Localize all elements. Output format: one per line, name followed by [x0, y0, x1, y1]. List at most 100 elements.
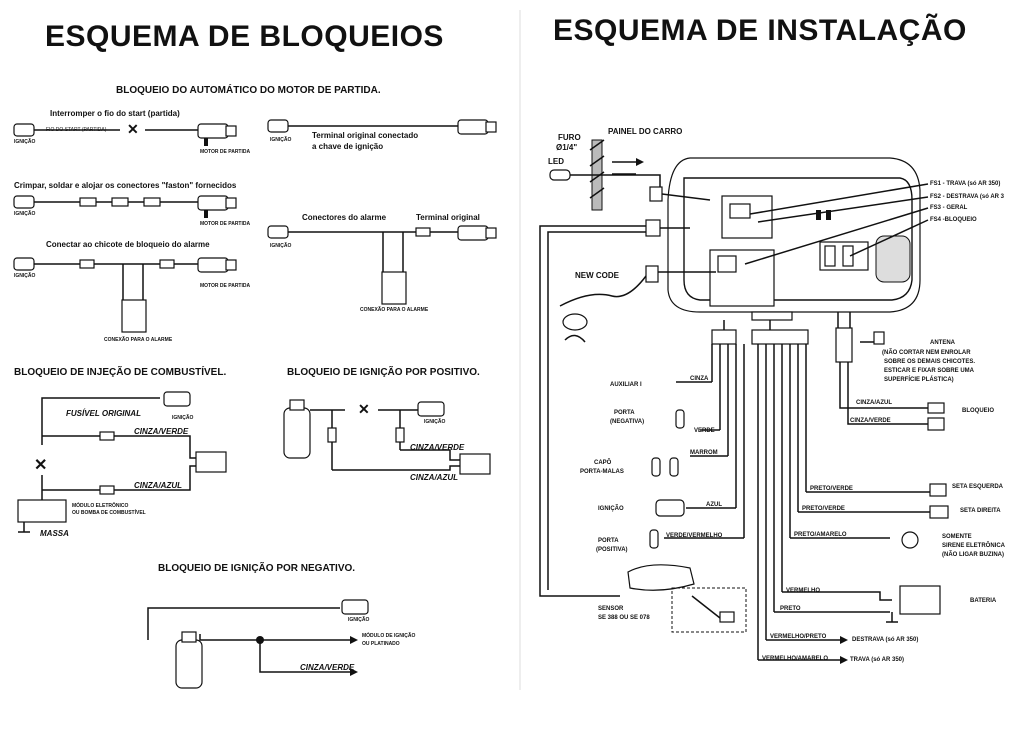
- main-harness: [664, 320, 930, 664]
- right-turn-signal-icon: [929, 505, 949, 519]
- sensor-unit: [627, 564, 695, 591]
- door-pos-label-2: (POSITIVA): [596, 547, 628, 553]
- wire-label-cinza-verde: CINZA/VERDE: [300, 663, 355, 672]
- wire-label-preto-amarelo: PRETO/AMARELO: [794, 532, 847, 538]
- door-switch-icon: [675, 409, 685, 429]
- right-page-title: ESQUEMA DE INSTALAÇÃO: [553, 14, 967, 47]
- starter-row-3: [13, 257, 237, 333]
- ignition-label: IGNIÇÃO: [270, 243, 292, 249]
- battery-icon: [899, 585, 941, 615]
- wire-label-marrom: MARROM: [690, 450, 718, 456]
- fuse-2-label: FS2 - DESTRAVA (só AR 3: [930, 194, 1005, 200]
- alarm-connection-label: CONEXÃO PARA O ALARME: [360, 307, 429, 313]
- right-signal-label: SETA DIREITA: [960, 508, 1001, 514]
- antenna-note-2: SOBRE OS DEMAIS CHICOTES.: [884, 359, 976, 365]
- antenna-note-1: (NÃO CORTAR NEM ENROLAR: [882, 350, 971, 356]
- ignition-label: IGNIÇÃO: [14, 211, 36, 217]
- ignition-key-icon: [163, 391, 191, 407]
- svg-text:✕: ✕: [358, 401, 370, 417]
- led-icon: [549, 169, 571, 181]
- led-label: LED: [548, 157, 564, 166]
- siren-icon: [901, 531, 919, 549]
- sensor-label-2: SE 388 OU SE 078: [598, 615, 650, 621]
- alarm-connector: [195, 451, 227, 473]
- dashboard-led: [549, 139, 711, 211]
- siren-label-2: SIRENE ELETRÔNICA: [942, 543, 1006, 549]
- new-code-label: NEW CODE: [575, 271, 619, 280]
- wire-label-preto-verde: PRETO/VERDE: [810, 486, 853, 492]
- fuse-4-label: FS4 -BLOQUEIO: [930, 217, 977, 223]
- ignition-key-icon: [417, 401, 445, 417]
- module-box: [17, 499, 67, 523]
- ignition-label: IGNIÇÃO: [14, 273, 36, 279]
- positive-ignition-circuit: ✕: [283, 399, 491, 475]
- note-interromper: Interromper o fio do start (partida): [50, 109, 180, 118]
- ground-label: MASSA: [40, 529, 69, 538]
- wire-label-cinza-azul: CINZA/AZUL: [856, 400, 892, 406]
- coil-icon: [283, 407, 311, 459]
- antenna-icon: [873, 331, 885, 345]
- svg-text:✕: ✕: [34, 457, 47, 474]
- fuse-label: FUSÍVEL ORIGINAL: [66, 409, 141, 418]
- wire-label-cinza-azul: CINZA/AZUL: [410, 473, 458, 482]
- motor-label: MOTOR DE PARTIDA: [200, 221, 251, 227]
- motor-label: MOTOR DE PARTIDA: [200, 149, 251, 155]
- ignition-key-icon: [655, 499, 685, 517]
- wire-label-cinza-verde: CINZA/VERDE: [850, 418, 891, 424]
- module-label-1: MÓDULO DE IGNIÇÃO: [362, 633, 416, 639]
- ignition-label: IGNIÇÃO: [598, 506, 624, 512]
- siren-label-1: SOMENTE: [942, 534, 972, 540]
- wire-label-preto: PRETO: [780, 606, 801, 612]
- note-conectar: Conectar ao chicote de bloqueio do alarm…: [46, 240, 210, 249]
- auxiliar-label: AUXILIAR I: [610, 382, 642, 388]
- starter-row-2: [13, 195, 237, 218]
- note-chave: a chave de ignição: [312, 142, 384, 151]
- note-conectores-alarme: Conectores do alarme: [302, 213, 387, 222]
- note-terminal-conectado: Terminal original conectado: [312, 131, 419, 140]
- ignition-label: IGNIÇÃO: [424, 419, 446, 425]
- trava-label: TRAVA (só AR 350): [850, 657, 905, 663]
- motor-label: MOTOR DE PARTIDA: [200, 283, 251, 289]
- ignition-key-icon: [13, 257, 35, 271]
- wire-label-vermelho-amarelo: VERMELHO/AMARELO: [762, 656, 828, 662]
- wire-label-vermelho-preto: VERMELHO/PRETO: [770, 634, 827, 640]
- ignition-key-icon: [13, 195, 35, 209]
- hole-label: FURO: [558, 133, 581, 142]
- antenna-bloqueio: [835, 312, 945, 431]
- antenna-note-4: SUPERFÍCIE PLÁSTICA): [884, 377, 954, 383]
- section-heading-injecao: BLOQUEIO DE INJEÇÃO DE COMBUSTÍVEL.: [14, 367, 227, 378]
- module-label-2: OU PLATINADO: [362, 641, 400, 647]
- wire-label-verde: VERDE: [694, 428, 715, 434]
- wire-label-cinza-verde: CINZA/VERDE: [134, 427, 189, 436]
- note-crimpar: Crimpar, soldar e alojar os conectores "…: [14, 181, 237, 190]
- ignition-key-icon: [341, 599, 369, 615]
- ignition-label: IGNIÇÃO: [270, 137, 292, 143]
- bloqueio-label: BLOQUEIO: [962, 408, 995, 414]
- ignition-label: IGNIÇÃO: [14, 139, 36, 145]
- siren-label-3: (NÃO LIGAR BUZINA): [942, 552, 1004, 558]
- start-wire-label: FIO DO START (PARTIDA): [46, 127, 107, 133]
- section-heading-auto: BLOQUEIO DO AUTOMÁTICO DO MOTOR DE PARTI…: [116, 85, 381, 96]
- destrava-label: DESTRAVA (só AR 350): [852, 637, 919, 643]
- alarm-connection-label: CONEXÃO PARA O ALARME: [104, 337, 173, 343]
- wire-label-vermelho: VERMELHO: [786, 588, 821, 594]
- left-bus-wires: [539, 219, 716, 597]
- code-button-icon: [562, 313, 588, 331]
- input-sensors: [627, 409, 747, 633]
- antenna-note-3: ESTICAR E FIXAR SOBRE UMA: [884, 368, 975, 374]
- left-signal-label: SETA ESQUERDA: [952, 484, 1004, 490]
- svg-text:✕: ✕: [127, 121, 139, 137]
- door-neg-label-2: (NEGATIVA): [610, 419, 645, 425]
- left-page-title: ESQUEMA DE BLOQUEIOS: [45, 20, 444, 53]
- sensor-label-1: SENSOR: [598, 606, 624, 612]
- antenna-label: ANTENA: [930, 340, 955, 346]
- fuel-injection-circuit: ✕: [17, 391, 227, 533]
- left-turn-signal-icon: [929, 483, 947, 497]
- module-label-1: MÓDULO ELETRÔNICO: [72, 503, 129, 509]
- wire-label-cinza-azul: CINZA/AZUL: [134, 481, 182, 490]
- starter-row-1: ✕: [13, 121, 237, 146]
- alarm-central-unit: [667, 157, 929, 321]
- starter-motor-icon: [197, 195, 229, 211]
- fuse-1-label: FS1 - TRAVA (só AR 350): [930, 181, 1001, 187]
